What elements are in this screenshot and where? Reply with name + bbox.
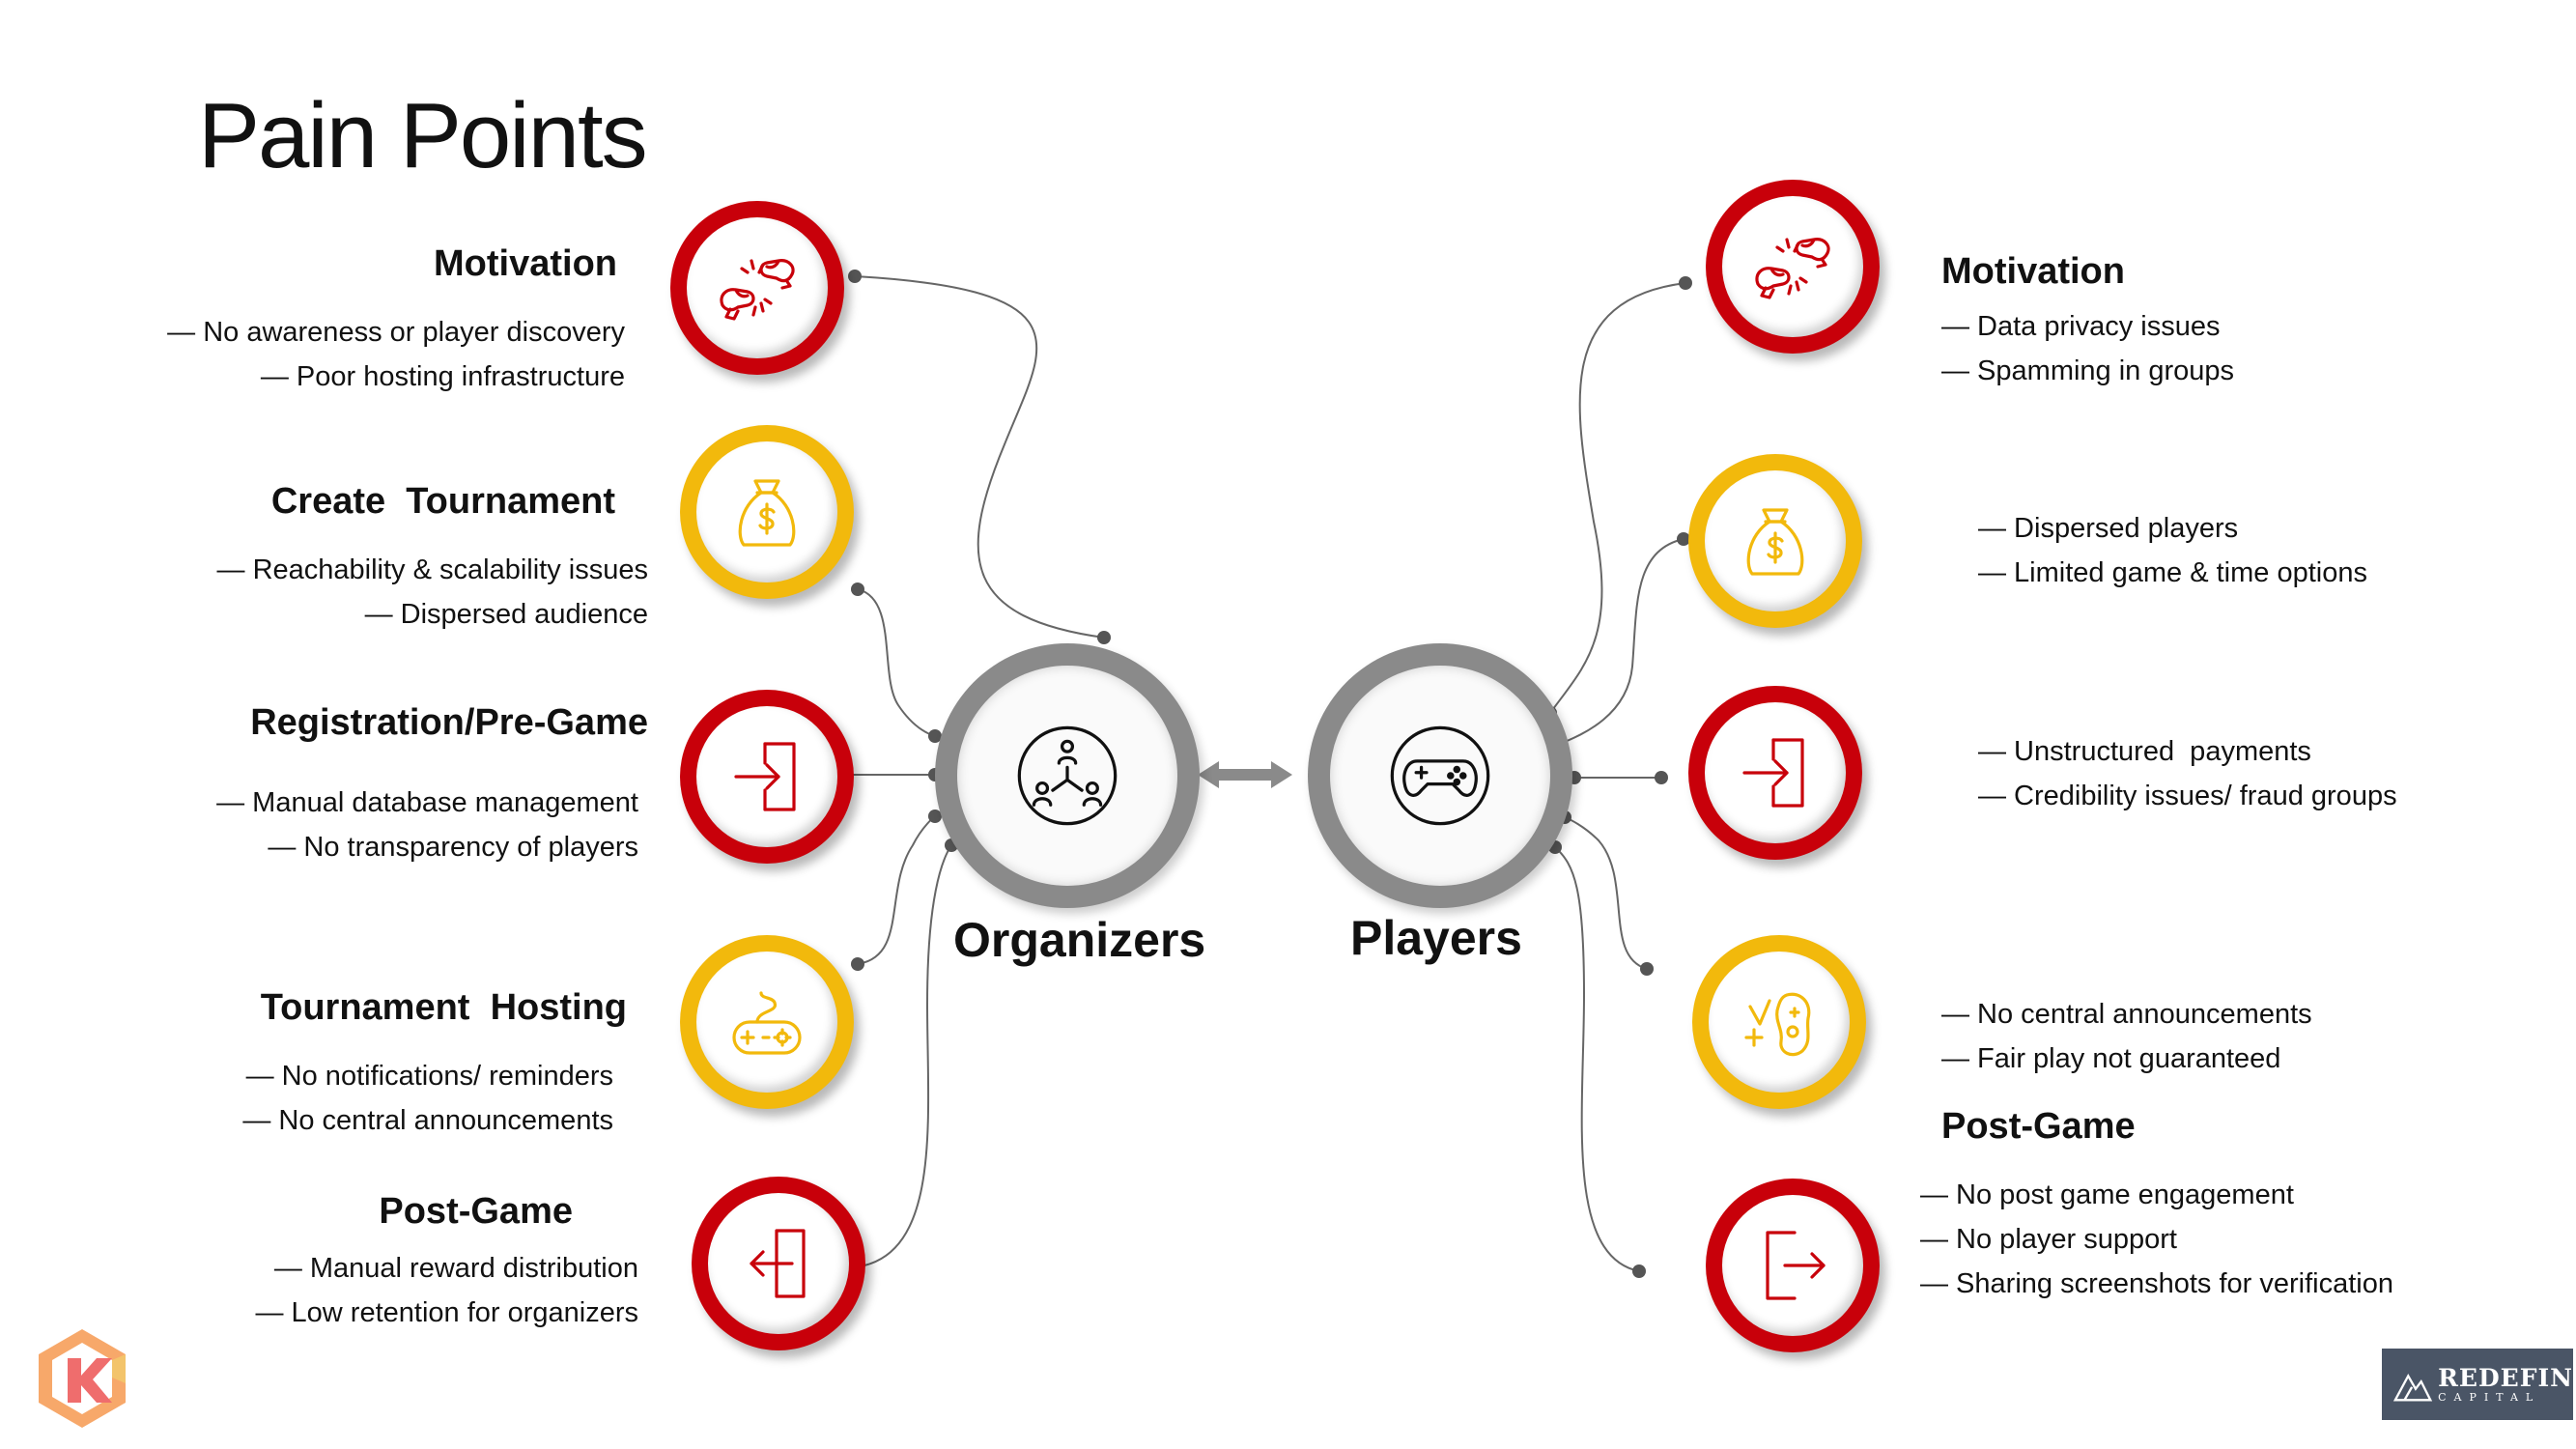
bullet: — No post game engagement [1920, 1179, 2294, 1210]
logout-icon [750, 1229, 806, 1298]
money-bag-icon [738, 479, 796, 547]
pl-motivation-ring [1706, 180, 1880, 354]
org-registration-heading: Registration/Pre-Game [250, 702, 648, 743]
org-motivation-ring [670, 201, 844, 375]
org-create-block: Create Tournament — Reachability & scala… [217, 481, 648, 637]
logo-sub-text: CAPITAL [2438, 1390, 2541, 1404]
double-arrow-icon [1198, 761, 1292, 788]
org-create-ring [680, 425, 854, 599]
mountain-logo-icon [2392, 1373, 2433, 1402]
bullet: — No awareness or player discovery [167, 317, 625, 348]
org-hosting-ring [680, 935, 854, 1109]
connector-pl-postgame [1554, 846, 1640, 1272]
org-registration-block: Registration/Pre-Game — Manual database … [216, 702, 648, 869]
pl-postgame-ring [1706, 1179, 1880, 1352]
bullet: — Spamming in groups [1941, 355, 2235, 386]
org-create-heading: Create Tournament [270, 481, 615, 522]
brand-logo-left [39, 1329, 126, 1428]
org-postgame-block: Post-Game — Manual reward distribution —… [255, 1191, 638, 1335]
connector-dot [1097, 631, 1111, 644]
connector-pl-create [1559, 538, 1684, 745]
redefin-capital-logo: REDEFIN CAPITAL [2382, 1349, 2573, 1420]
pl-hosting-ring [1692, 935, 1866, 1109]
pl-postgame-block: Post-Game — No post game engagement — No… [1920, 1106, 2393, 1306]
pl-motivation-block: Motivation — Data privacy issues — Spamm… [1941, 251, 2234, 393]
pl-registration-block: — Unstructured payments — Credibility is… [1978, 729, 2397, 818]
bullet: — No notifications/ reminders [245, 1061, 613, 1092]
boxing-gloves-icon [720, 259, 795, 321]
players-label: Players [1350, 911, 1522, 965]
connector-dot [1677, 532, 1690, 546]
bullet: — Manual database management [216, 787, 638, 818]
bullet: — Data privacy issues [1941, 311, 2221, 342]
bullet: — Manual reward distribution [273, 1253, 638, 1284]
bullet: — Dispersed players [1978, 513, 2239, 544]
connector-dot [851, 957, 864, 971]
connector-org-hosting [857, 815, 936, 965]
org-hosting-heading: Tournament Hosting [260, 987, 627, 1028]
bullet: — Dispersed audience [364, 599, 648, 630]
org-postgame-heading: Post-Game [379, 1191, 573, 1232]
org-motivation-block: Motivation — No awareness or player disc… [167, 243, 625, 399]
pl-postgame-heading: Post-Game [1941, 1106, 2136, 1147]
bullet: — Limited game & time options [1978, 557, 2367, 588]
bullet: — No central announcements [1941, 999, 2312, 1030]
bullet: — No player support [1920, 1224, 2177, 1255]
connector-dot [851, 582, 864, 596]
pl-create-block: — Dispersed players — Limited game & tim… [1978, 506, 2367, 595]
gamepad-icon [732, 991, 802, 1055]
bullet: — No transparency of players [268, 832, 638, 863]
boxing-gloves-icon [1755, 238, 1830, 299]
connector-org-motivation [854, 275, 1105, 639]
bullet: — Low retention for organizers [255, 1297, 638, 1328]
connector-pl-hosting [1564, 816, 1648, 970]
connector-pl-motivation [1549, 282, 1686, 714]
connector-dot [928, 729, 942, 743]
bullet: — Sharing screenshots for verification [1920, 1268, 2393, 1299]
org-registration-ring [680, 690, 854, 864]
connector-dot [1679, 276, 1692, 290]
connector-dot [848, 270, 862, 283]
connector-dot [928, 810, 942, 823]
players-hub [1308, 643, 1572, 908]
pl-motivation-heading: Motivation [1941, 251, 2125, 292]
bullet: — Fair play not guaranteed [1941, 1043, 2281, 1074]
bullet: — Reachability & scalability issues [216, 554, 648, 585]
bullet: — Unstructured payments [1978, 736, 2311, 767]
bullet: — Credibility issues/ fraud groups [1978, 781, 2397, 811]
login-icon [734, 742, 796, 811]
logo-brand-text: REDEFIN [2438, 1363, 2573, 1392]
team-network-icon [1017, 725, 1118, 826]
pl-create-ring [1688, 454, 1862, 628]
controller-icon [1390, 725, 1490, 826]
organizers-hub [935, 643, 1200, 908]
pl-hosting-block: — No central announcements — Fair play n… [1941, 992, 2312, 1081]
bullet: — No central announcements [242, 1105, 613, 1136]
bullet: — Poor hosting infrastructure [260, 361, 625, 392]
connector-org-postgame [863, 844, 952, 1266]
money-bag-icon [1746, 508, 1804, 576]
connector-dot [1640, 962, 1654, 976]
org-postgame-ring [692, 1177, 865, 1350]
page-title: Pain Points [198, 84, 648, 187]
connector-dot [1632, 1264, 1646, 1278]
connector-org-create [857, 588, 937, 737]
connector-dot [1655, 771, 1668, 784]
org-hosting-block: Tournament Hosting — No notifications/ r… [242, 987, 627, 1143]
pl-registration-ring [1688, 686, 1862, 860]
controller-doodle-icon [1744, 992, 1811, 1057]
logout-icon [1766, 1231, 1826, 1300]
organizers-label: Organizers [953, 913, 1206, 967]
login-icon [1742, 738, 1804, 808]
org-motivation-heading: Motivation [434, 243, 617, 284]
